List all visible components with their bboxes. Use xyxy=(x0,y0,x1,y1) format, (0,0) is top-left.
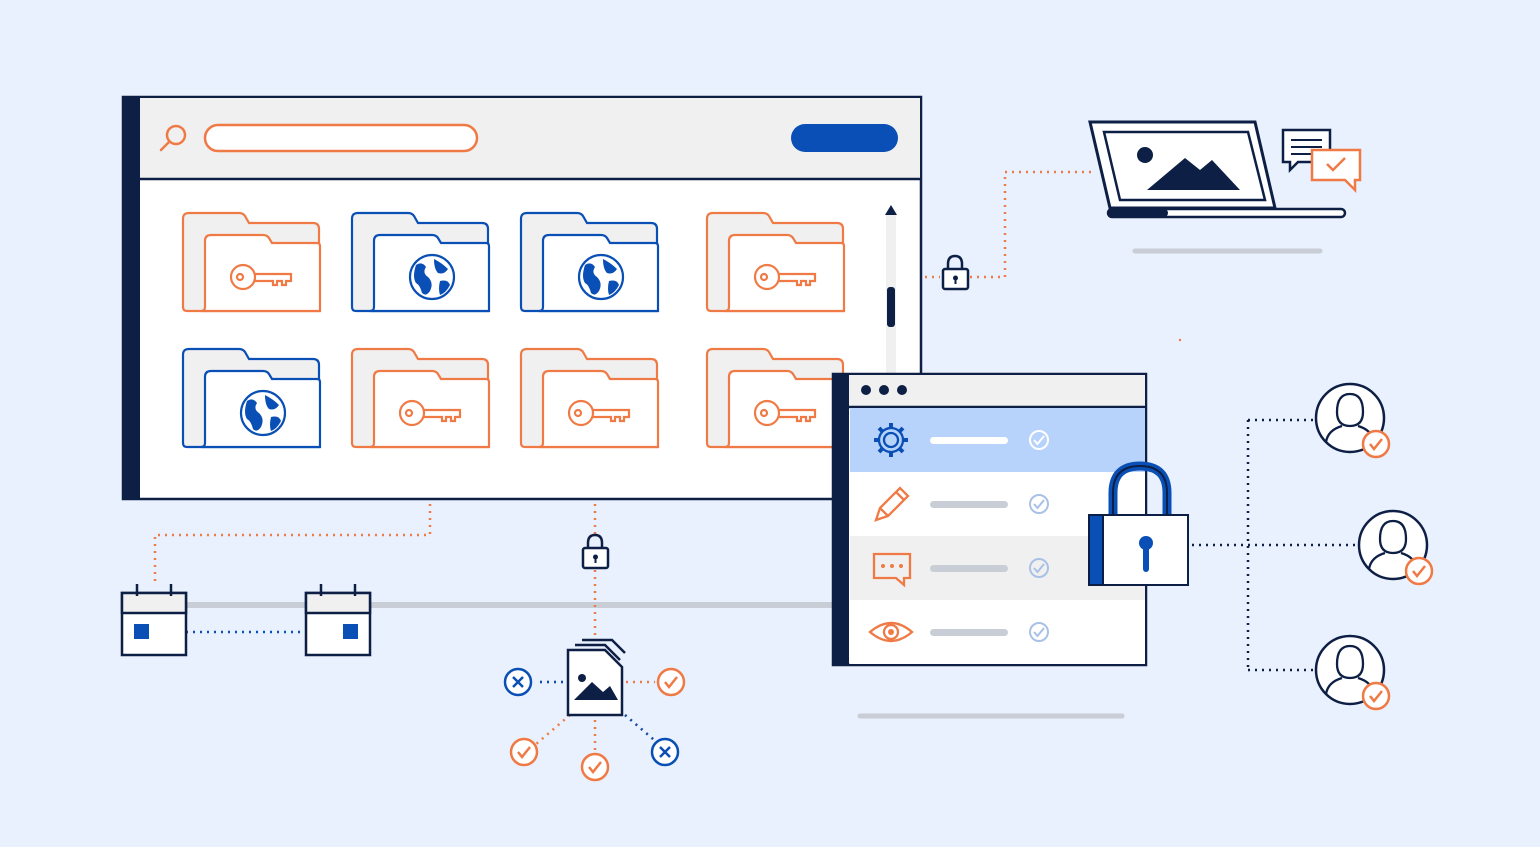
check-icon[interactable] xyxy=(1029,430,1049,450)
folder-globe[interactable] xyxy=(181,347,322,449)
key-icon xyxy=(229,263,293,291)
permission-row-gear[interactable] xyxy=(850,408,1145,472)
padlock-icon xyxy=(1088,461,1189,586)
key-icon xyxy=(753,399,817,427)
check-icon xyxy=(1361,429,1391,459)
calendars xyxy=(120,584,372,657)
calendar-icon xyxy=(304,584,372,657)
users xyxy=(1314,382,1434,711)
check-icon xyxy=(509,737,539,767)
scrollbar-thumb[interactable] xyxy=(887,287,895,327)
connector-file-results xyxy=(534,680,661,752)
pencil-icon xyxy=(874,486,910,522)
scrollbar[interactable] xyxy=(885,205,897,375)
user-avatar[interactable] xyxy=(1314,382,1391,459)
calendar-icon xyxy=(120,584,188,657)
permission-label xyxy=(930,629,1008,636)
action-button[interactable] xyxy=(791,124,898,152)
check-icon xyxy=(1326,157,1346,172)
folder-globe[interactable] xyxy=(519,211,660,313)
folder-globe[interactable] xyxy=(350,211,491,313)
connector-lock-users xyxy=(1150,418,1355,672)
connector-folder-calendar xyxy=(153,455,432,585)
key-icon xyxy=(398,399,462,427)
folder-key[interactable] xyxy=(519,347,660,449)
x-icon xyxy=(503,667,533,697)
image-file-icon xyxy=(566,638,626,717)
globe-icon xyxy=(577,253,625,301)
folder-key[interactable] xyxy=(705,347,846,449)
check-icon xyxy=(1361,681,1391,711)
gear-icon xyxy=(874,423,908,457)
check-icon[interactable] xyxy=(1029,622,1049,642)
permission-label xyxy=(930,565,1008,572)
globe-icon xyxy=(239,389,287,437)
file-browser-window xyxy=(121,95,923,501)
search-icon[interactable] xyxy=(159,124,187,152)
folder-key[interactable] xyxy=(181,211,322,313)
check-icon xyxy=(1404,556,1434,586)
key-icon xyxy=(567,399,631,427)
search-input[interactable] xyxy=(203,123,479,153)
folder-key[interactable] xyxy=(350,347,491,449)
folder-key[interactable] xyxy=(705,211,846,313)
padlock-icon xyxy=(941,254,970,291)
key-icon xyxy=(753,263,817,291)
image-icon xyxy=(1147,158,1240,190)
permission-label xyxy=(930,501,1008,508)
folder-grid xyxy=(181,211,846,449)
user-avatar[interactable] xyxy=(1357,509,1434,586)
user-avatar[interactable] xyxy=(1314,634,1391,711)
laptop-icon xyxy=(1088,120,1347,219)
window-dots xyxy=(861,385,907,395)
result-markers xyxy=(503,667,686,782)
permission-label xyxy=(930,437,1008,444)
check-icon xyxy=(656,667,686,697)
panel-titlebar xyxy=(849,375,1145,407)
check-icon[interactable] xyxy=(1029,494,1049,514)
globe-icon xyxy=(408,253,456,301)
check-icon[interactable] xyxy=(1029,558,1049,578)
chat-bubble-icon xyxy=(872,552,912,588)
permission-row-eye[interactable] xyxy=(850,600,1145,664)
x-icon xyxy=(650,737,680,767)
eye-icon xyxy=(868,621,914,643)
padlock-icon xyxy=(581,533,610,570)
check-icon xyxy=(580,752,610,782)
chat-icon xyxy=(1281,128,1362,194)
